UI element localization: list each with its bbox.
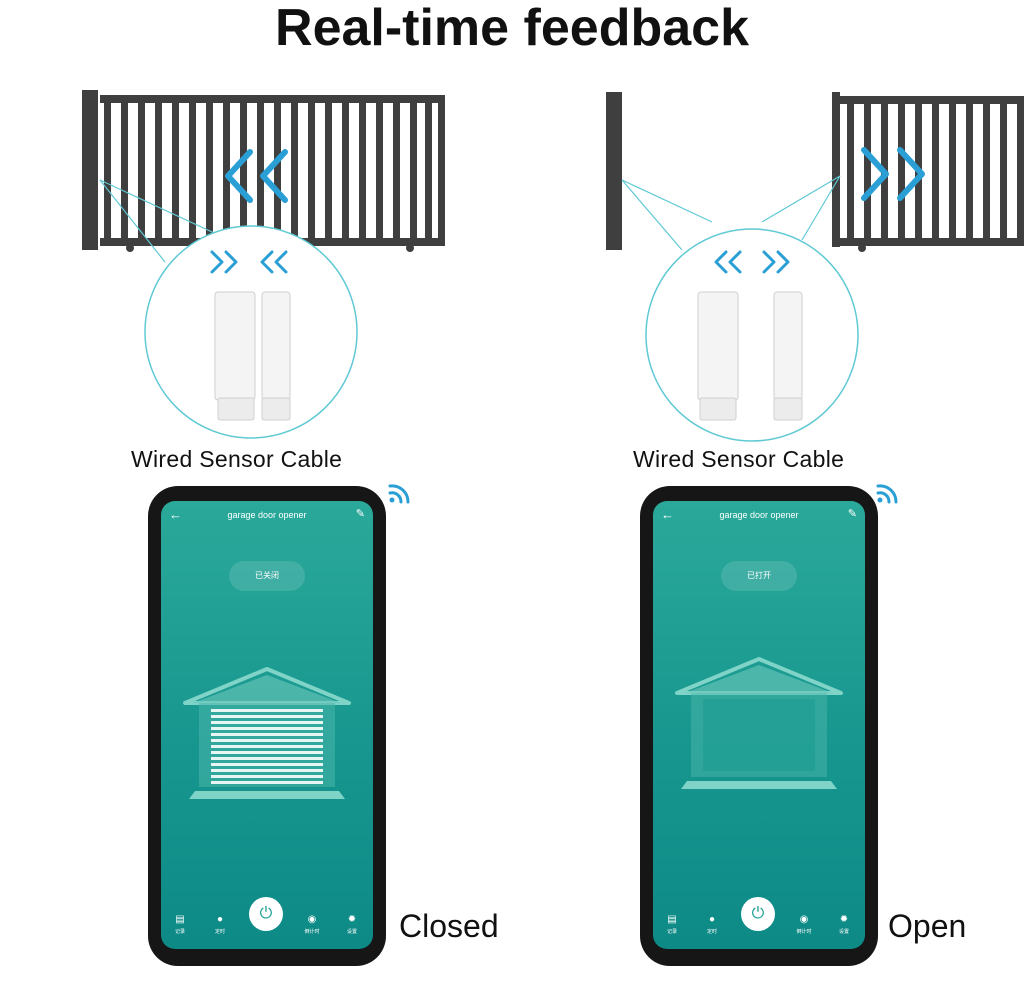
tab-timer[interactable]: ● 定时 bbox=[207, 914, 233, 935]
phone-closed: 16:28 0.9KB/s ← garage door opener ✎ 已关闭 bbox=[148, 476, 386, 966]
stopwatch-icon: ◉ bbox=[307, 914, 317, 925]
wifi-signal-icon bbox=[876, 484, 898, 504]
tab-label: 定时 bbox=[706, 929, 717, 935]
app-bar: ← garage door opener ✎ bbox=[653, 501, 865, 531]
sensor-arrows-icon bbox=[210, 250, 288, 274]
sliding-gate bbox=[100, 95, 445, 252]
tab-timer[interactable]: ● 定时 bbox=[699, 914, 725, 935]
app-title: garage door opener bbox=[227, 510, 307, 520]
sensor-label: Wired Sensor Cable bbox=[131, 446, 343, 472]
tab-label: 设置 bbox=[838, 929, 849, 935]
state-label: Closed bbox=[399, 908, 499, 944]
power-icon: ⏻ bbox=[751, 905, 765, 922]
open-panel: Wired Sensor Cable 16:28 0.9KB/s ← garag… bbox=[512, 0, 1024, 997]
power-button[interactable]: ⏻ bbox=[249, 897, 283, 931]
opening-arrows-icon bbox=[861, 147, 925, 201]
tab-label: 记录 bbox=[174, 929, 185, 935]
tab-label: 倒计时 bbox=[304, 929, 320, 935]
closed-panel: Wired Sensor Cable 16:28 0.9KB/s ← garag… bbox=[82, 90, 499, 966]
garage-open-icon bbox=[675, 657, 843, 789]
open-gate-illustration bbox=[606, 92, 1024, 442]
tab-label: 定时 bbox=[214, 929, 225, 935]
power-button[interactable]: ⏻ bbox=[741, 897, 775, 931]
sliding-gate bbox=[832, 92, 1024, 252]
sensor-arrows-icon bbox=[714, 250, 790, 274]
tab-settings[interactable]: ✹ 设置 bbox=[831, 914, 857, 935]
power-icon: ⏻ bbox=[259, 905, 273, 922]
bottom-tab-bar: ▤ 记录 ● 定时 ⏻ ◉ 倒计时 ✹ 设置 bbox=[653, 889, 865, 949]
app-title: garage door opener bbox=[719, 510, 799, 520]
sensor-label: Wired Sensor Cable bbox=[633, 446, 845, 472]
edit-pencil-icon[interactable]: ✎ bbox=[847, 508, 857, 520]
tab-records[interactable]: ▤ 记录 bbox=[659, 914, 685, 935]
status-time: 16:28 bbox=[180, 476, 198, 483]
status-time: 16:28 bbox=[672, 476, 690, 483]
gear-icon: ✹ bbox=[347, 914, 357, 925]
back-arrow-icon[interactable]: ← bbox=[169, 507, 182, 522]
gate-post bbox=[606, 92, 622, 250]
tab-label: 记录 bbox=[666, 929, 677, 935]
wifi-signal-icon bbox=[388, 484, 410, 504]
state-label: Open bbox=[888, 908, 967, 944]
records-icon: ▤ bbox=[667, 914, 677, 925]
status-bar: 16:28 0.9KB/s bbox=[658, 474, 866, 486]
gate-post bbox=[82, 90, 98, 250]
door-status-badge: 已打开 bbox=[721, 561, 797, 591]
status-speed: 0.9KB/s bbox=[834, 476, 860, 483]
tab-countdown[interactable]: ◉ 倒计时 bbox=[299, 914, 325, 935]
tab-label: 倒计时 bbox=[796, 929, 812, 935]
records-icon: ▤ bbox=[175, 914, 185, 925]
sensor-zoom-circle bbox=[645, 228, 859, 442]
phone-open: 16:28 0.9KB/s ← garage door opener ✎ 已打开… bbox=[640, 476, 878, 966]
status-speed: 0.9KB/s bbox=[342, 476, 368, 483]
clock-icon: ● bbox=[216, 914, 224, 925]
tab-label: 设置 bbox=[346, 929, 357, 935]
garage-closed-icon bbox=[183, 667, 351, 799]
door-status-badge: 已关闭 bbox=[229, 561, 305, 591]
magnetic-sensor-icon bbox=[214, 291, 291, 421]
magnetic-sensor-icon bbox=[697, 291, 803, 421]
tab-settings[interactable]: ✹ 设置 bbox=[339, 914, 365, 935]
page-title: Real-time feedback bbox=[275, 0, 749, 57]
gear-icon: ✹ bbox=[839, 914, 849, 925]
app-screen: ← garage door opener ✎ 已打开 ▤ 记录 ● 定时 ⏻ ◉ 倒计… bbox=[653, 501, 865, 949]
closed-gate-illustration bbox=[82, 90, 445, 439]
clock-icon: ● bbox=[708, 914, 716, 925]
status-bar: 16:28 0.9KB/s bbox=[166, 474, 374, 486]
closing-arrows-icon bbox=[225, 149, 288, 203]
back-arrow-icon[interactable]: ← bbox=[661, 507, 674, 522]
app-bar: ← garage door opener ✎ bbox=[161, 501, 373, 531]
stopwatch-icon: ◉ bbox=[799, 914, 809, 925]
bottom-tab-bar: ▤ 记录 ● 定时 ⏻ ◉ 倒计时 ✹ 设置 bbox=[161, 889, 373, 949]
edit-pencil-icon[interactable]: ✎ bbox=[355, 508, 365, 520]
app-screen: ← garage door opener ✎ 已关闭 bbox=[161, 501, 373, 949]
tab-countdown[interactable]: ◉ 倒计时 bbox=[791, 914, 817, 935]
tab-records[interactable]: ▤ 记录 bbox=[167, 914, 193, 935]
